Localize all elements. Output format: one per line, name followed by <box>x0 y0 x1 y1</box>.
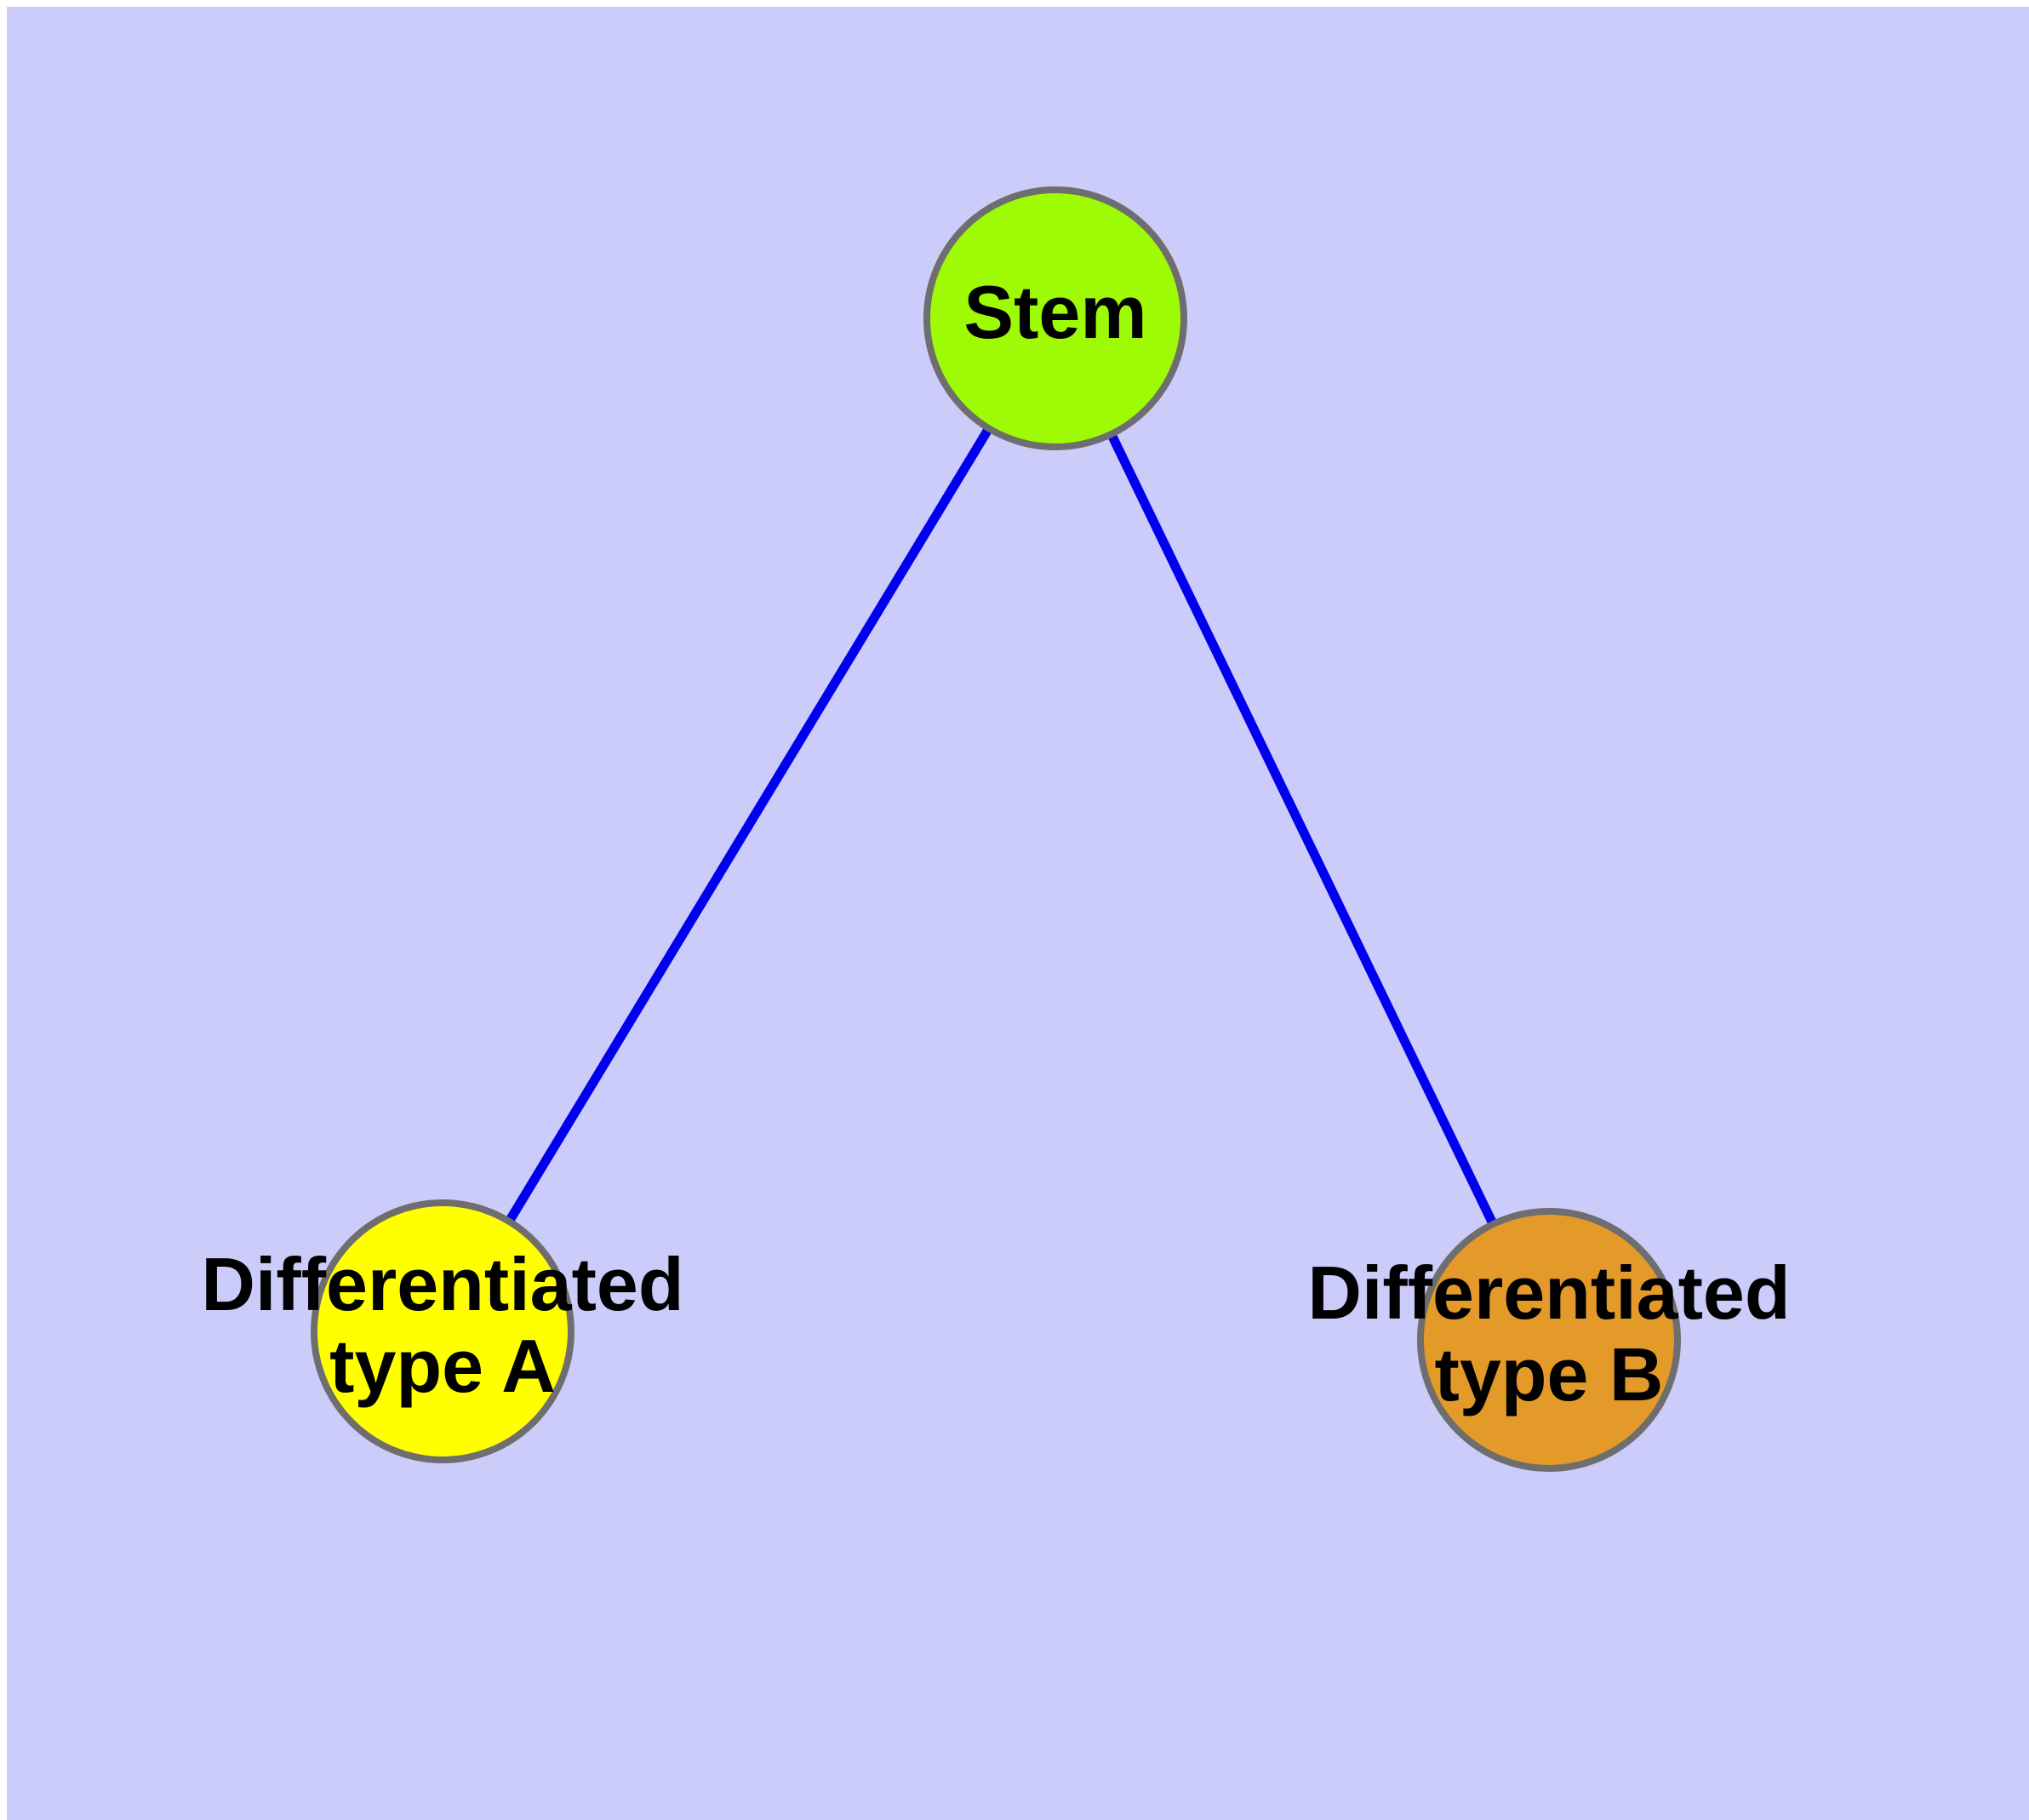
edge-stem-to-b[interactable] <box>1106 428 1499 1230</box>
node-circle-diff_a[interactable] <box>311 1199 574 1463</box>
node-label-line: Differentiated <box>1307 1251 1790 1335</box>
node-circle-stem[interactable] <box>923 186 1187 450</box>
node-label-line: Differentiated <box>201 1242 683 1326</box>
node-label-line: Stem <box>963 270 1146 354</box>
node-label-line: type B <box>1435 1332 1664 1417</box>
node-circle-diff_b[interactable] <box>1417 1208 1681 1472</box>
edges-group <box>503 422 1499 1230</box>
edge-stem-to-a[interactable] <box>503 422 995 1228</box>
node-stem[interactable]: Stem <box>923 186 1187 450</box>
node-label-stem: Stem <box>963 270 1146 354</box>
node-label-line: type A <box>329 1324 556 1408</box>
